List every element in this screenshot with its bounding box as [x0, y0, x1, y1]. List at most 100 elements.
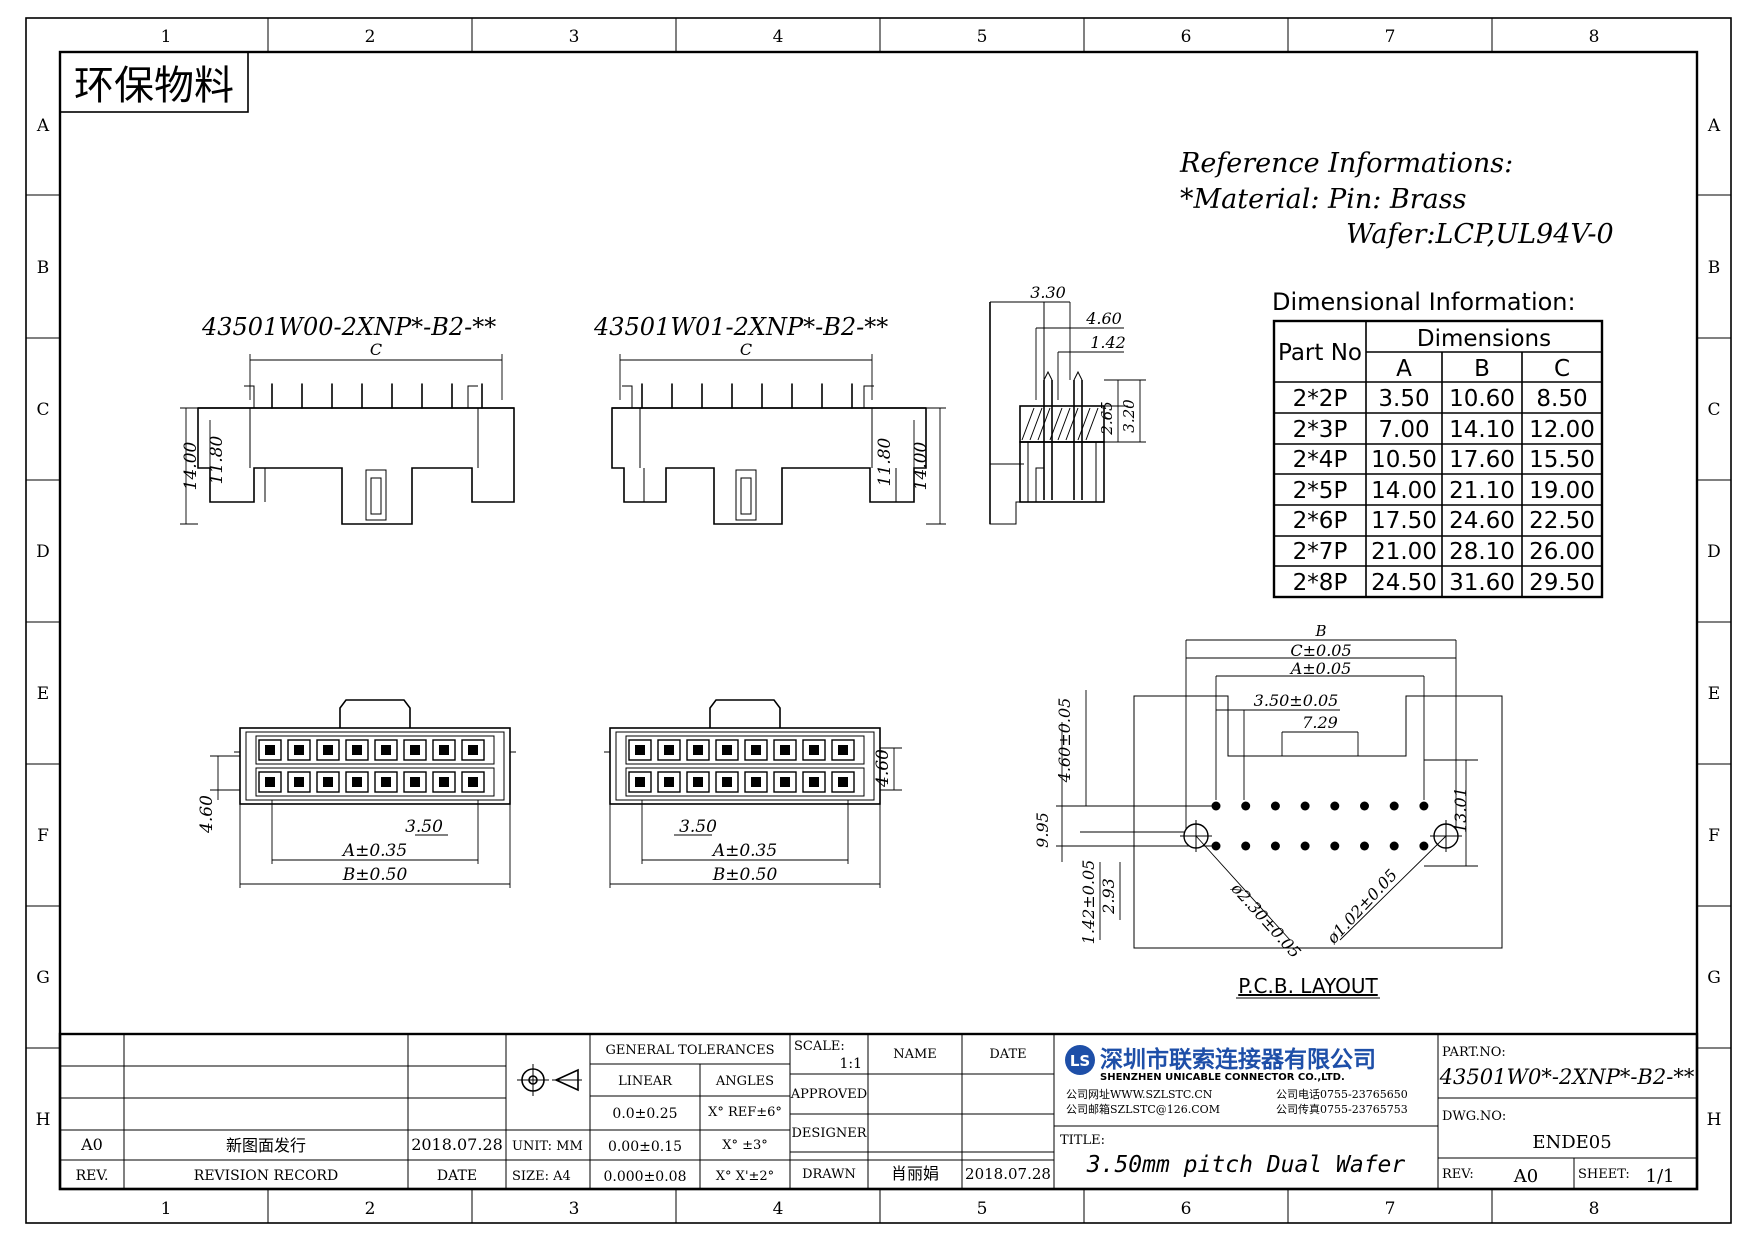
- pcb-dim-729: 7.29: [1302, 713, 1338, 732]
- col-label: 5: [977, 27, 988, 47]
- col-label: 1: [161, 27, 172, 47]
- part-label-w01: 43501W01-2XNP*-B2-**: [593, 313, 888, 341]
- table-cell-a: 17.50: [1371, 508, 1437, 534]
- pin-cavity: [802, 739, 826, 761]
- dwg-no-value: ENDE05: [1532, 1132, 1611, 1153]
- pin-cavity: [773, 771, 797, 793]
- pin-square: [838, 777, 848, 787]
- row-label: G: [36, 968, 50, 988]
- bw00-dim-a: A±0.35: [341, 841, 407, 861]
- pin-square: [693, 745, 703, 755]
- table-cell-c: 15.50: [1529, 447, 1595, 473]
- pin-cavity: [316, 771, 340, 793]
- company-name-en: SHENZHEN UNICABLE CONNECTOR CO.,LTD.: [1100, 1072, 1345, 1083]
- pin-cavity: [403, 739, 427, 761]
- pin-square: [780, 745, 790, 755]
- reference-heading: Reference Informations:: [1179, 148, 1513, 179]
- col-label: 7: [1385, 1199, 1396, 1219]
- table-cell-b: 17.60: [1449, 447, 1515, 473]
- rev-value: A0: [1513, 1166, 1538, 1187]
- side-dim-320: 3.20: [1120, 399, 1138, 433]
- material-line: *Material: Pin: Brass: [1180, 184, 1466, 215]
- table-cell-part: 2*4P: [1293, 447, 1348, 473]
- pin-cavity: [744, 771, 768, 793]
- dim-1400-w00: 14.00: [181, 441, 201, 490]
- pin-cavity: [715, 771, 739, 793]
- col-label: 5: [977, 1199, 988, 1219]
- dwg-no-label: DWG.NO:: [1442, 1109, 1506, 1124]
- table-cell-c: 26.00: [1529, 539, 1595, 565]
- angle-tol-1: X° REF±6°: [708, 1105, 782, 1120]
- row-label: C: [36, 400, 49, 420]
- pin-cavity: [287, 771, 311, 793]
- scale-value: 1:1: [839, 1056, 862, 1072]
- row-label: D: [1707, 542, 1721, 562]
- wafer-line: Wafer:LCP,UL94V-0: [1346, 219, 1614, 250]
- pcb-dim-c: C±0.05: [1290, 641, 1351, 660]
- dimensions-header: Dimensions: [1417, 326, 1551, 352]
- table-cell-c: 8.50: [1536, 386, 1587, 412]
- sheet-value: 1/1: [1646, 1166, 1675, 1187]
- col-label: 8: [1589, 27, 1600, 47]
- pcb-pin-hole: [1330, 801, 1340, 811]
- row-label: H: [36, 1110, 51, 1130]
- designer-label: DESIGNER: [792, 1126, 868, 1141]
- col-label: 4: [773, 1199, 784, 1219]
- col-label: 7: [1385, 27, 1396, 47]
- pin-cavity: [461, 739, 485, 761]
- front-view-w00: 43501W00-2XNP*-B2-** C 14.00 11.80: [180, 313, 515, 525]
- pin-square: [635, 745, 645, 755]
- dim-c-w00: C: [370, 340, 382, 359]
- row-label: E: [37, 684, 49, 704]
- dim-1180-w01: 11.80: [875, 437, 895, 486]
- pin-square: [722, 777, 732, 787]
- name-header: NAME: [893, 1047, 937, 1062]
- side-dim-142: 1.42: [1090, 333, 1126, 352]
- pin-cavity: [773, 739, 797, 761]
- pin-square: [439, 777, 449, 787]
- pcb-pin-hole: [1270, 841, 1280, 851]
- general-tolerances: GENERAL TOLERANCES: [605, 1043, 774, 1058]
- col-label: 2: [365, 27, 376, 47]
- pin-square: [635, 777, 645, 787]
- drawn-date: 2018.07.28: [965, 1165, 1051, 1183]
- row-label: F: [1708, 826, 1720, 846]
- side-dim-330: 3.30: [1030, 283, 1066, 302]
- row-label: H: [1707, 1110, 1722, 1130]
- pin-square: [381, 745, 391, 755]
- bw01-dim-350: 3.50: [679, 817, 717, 837]
- eco-material-stamp: 环保物料: [59, 51, 249, 113]
- pin-square: [410, 777, 420, 787]
- sheet-frame: 1 2 3 4 5 6 7 8 1 2 3 4 5 6 7 8 A B C D …: [25, 17, 1732, 1224]
- pin-square: [294, 745, 304, 755]
- pin-cavity: [374, 739, 398, 761]
- bottom-view-w00: 4.60 3.50 A±0.35 B±0.50: [197, 699, 516, 888]
- front-view-w01: 43501W01-2XNP*-B2-** C 11.80 14.00: [593, 313, 946, 525]
- col-header-a: A: [1396, 356, 1412, 382]
- size-label: SIZE: A4: [512, 1169, 571, 1184]
- scale-label: SCALE:: [794, 1039, 845, 1054]
- part-no-value: 43501W0*-2XNP*-B2-**: [1439, 1065, 1695, 1089]
- company-logo-icon: LS: [1065, 1045, 1095, 1075]
- col-label: 6: [1181, 27, 1192, 47]
- pin-square: [664, 777, 674, 787]
- bw01-dim-b: B±0.50: [712, 865, 778, 885]
- pin-square: [809, 777, 819, 787]
- rev-entry: A0: [80, 1135, 103, 1154]
- pin-square: [439, 745, 449, 755]
- pin-square: [751, 745, 761, 755]
- row-label: C: [1707, 400, 1720, 420]
- eco-stamp-text: 环保物料: [74, 63, 234, 109]
- pin-square: [323, 745, 333, 755]
- pcb-pin-hole: [1360, 801, 1369, 811]
- pin-square: [809, 745, 819, 755]
- title-label: TITLE:: [1060, 1133, 1105, 1148]
- pin-square: [838, 745, 848, 755]
- logo-mark: LS: [1070, 1052, 1090, 1070]
- pin-cavity: [744, 739, 768, 761]
- pin-square: [381, 777, 391, 787]
- pcb-pin-hole: [1360, 841, 1369, 851]
- pin-cavity: [628, 739, 652, 761]
- pcb-pin-hole: [1389, 841, 1399, 851]
